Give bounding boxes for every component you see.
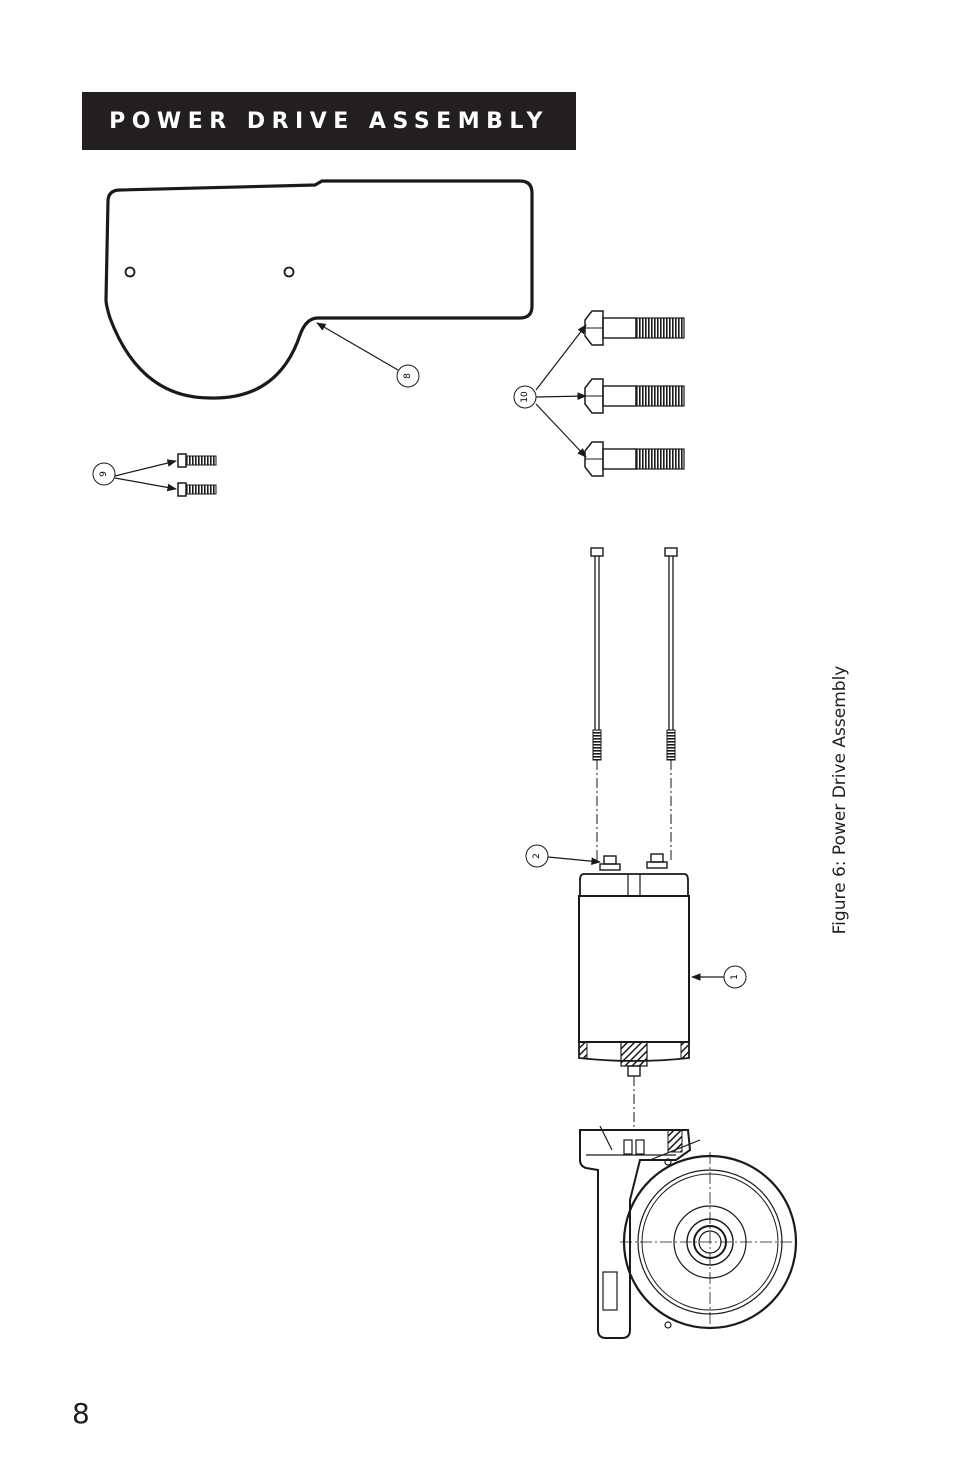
hex-bolt-lower	[584, 441, 685, 477]
callout-10: 10	[513, 385, 537, 409]
through-bolt-left	[590, 547, 604, 860]
callout-9: 9	[92, 462, 116, 486]
figure-caption: Figure 6: Power Drive Assembly	[830, 665, 850, 935]
callout-8: 8	[396, 364, 420, 388]
section-title: POWER DRIVE ASSEMBLY	[109, 108, 549, 134]
small-screw-lower	[177, 482, 217, 497]
hex-bolt-upper	[584, 310, 685, 346]
gearbox-wheel-assembly	[579, 1125, 800, 1339]
section-header: POWER DRIVE ASSEMBLY	[82, 92, 576, 150]
svg-text:1: 1	[730, 974, 740, 980]
motor-part	[578, 853, 690, 1130]
svg-text:8: 8	[403, 373, 413, 379]
svg-text:2: 2	[532, 853, 542, 859]
callout-2: 2	[525, 844, 549, 868]
through-bolt-right	[664, 547, 678, 860]
cover-plate-part	[104, 179, 534, 400]
hex-bolt-middle	[584, 378, 685, 414]
page-number: 8	[72, 1397, 90, 1430]
svg-text:9: 9	[99, 471, 109, 477]
small-screw-upper	[177, 453, 217, 468]
callout-1: 1	[723, 965, 747, 989]
svg-text:10: 10	[520, 391, 530, 403]
